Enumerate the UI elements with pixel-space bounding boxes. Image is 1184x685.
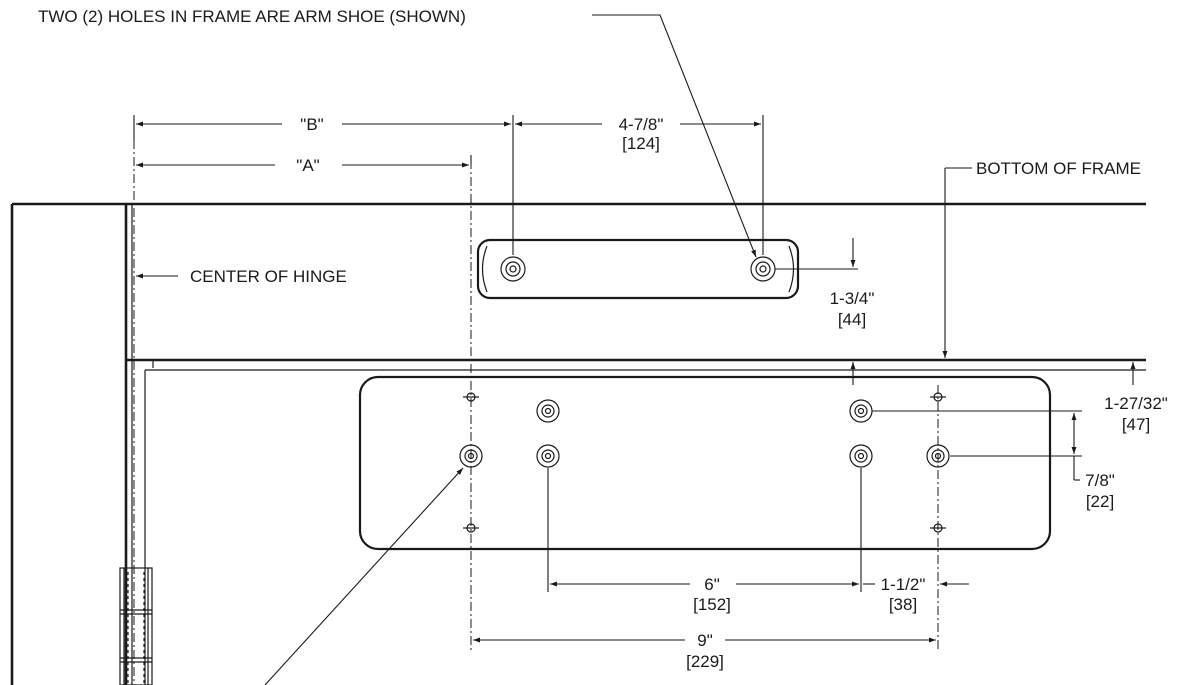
arm-shoe-spacing-label: 4-7/8" [619,115,664,134]
extension-lines [133,115,1146,592]
arm-shoe [476,238,800,300]
arm-shoe-body [476,238,800,300]
dimension-a-label: "A" [296,156,319,175]
dimension-lines [136,121,1136,643]
plate-top-offset-label: 1-27/32" [1104,394,1168,413]
nine-inch-label: 9" [697,631,713,650]
leader-lines [136,14,972,685]
frame-holes-note: TWO (2) HOLES IN FRAME ARE ARM SHOE (SHO… [38,7,466,26]
arm-shoe-height-label: 1-3/4" [830,289,875,308]
labels: TWO (2) HOLES IN FRAME ARE ARM SHOE (SHO… [38,7,1168,671]
nine-inch-mm-label: [229] [686,652,724,671]
bottom-of-frame-label: BOTTOM OF FRAME [976,159,1141,178]
pilot-hole-icon [463,392,946,533]
dimension-b-label: "B" [300,115,323,134]
hinge-icon [119,567,153,685]
plate-screw-icon [459,399,950,468]
center-of-hinge-label: CENTER OF HINGE [190,267,347,286]
arm-shoe-left-curve [481,245,488,293]
row-spacing-mm-label: [22] [1086,492,1114,511]
six-inch-mm-label: [152] [693,595,731,614]
mounting-plate [358,160,1052,650]
row-spacing-label: 7/8" [1085,471,1115,490]
one-half-label: 1-1/2" [881,575,926,594]
arm-shoe-spacing-mm-label: [124] [622,134,660,153]
frame-structure [10,140,1146,685]
mounting-plate-body [358,375,1052,551]
arm-shoe-screw-left-icon [500,256,526,282]
plate-top-offset-mm-label: [47] [1122,415,1150,434]
six-inch-label: 6" [704,575,720,594]
one-half-mm-label: [38] [889,595,917,614]
arm-shoe-height-mm-label: [44] [838,310,866,329]
